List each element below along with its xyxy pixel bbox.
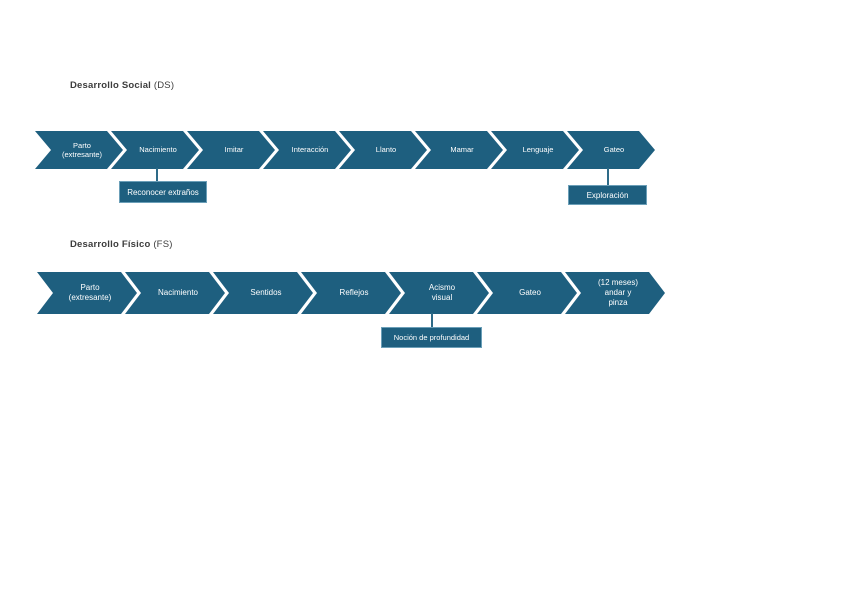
timeline-fisico-title-suffix: (FS) xyxy=(150,239,173,250)
timeline-step-chevron: Mamar xyxy=(415,131,503,169)
timeline-fisico-strip: Parto (extresante) Nacimiento Sentidos R… xyxy=(37,272,665,314)
step-label: Sentidos xyxy=(250,288,282,297)
step-label: Lenguaje xyxy=(522,145,554,155)
connector-line xyxy=(431,313,433,327)
step-label: Llanto xyxy=(375,145,397,155)
timeline-step-chevron: Gateo xyxy=(567,131,655,169)
callout-box: Reconocer extraños xyxy=(119,181,207,203)
timeline-step-chevron: Acismo visual xyxy=(389,272,489,314)
timeline-step-chevron: Nacimiento xyxy=(111,131,199,169)
step-label: (12 meses) andar y pinza xyxy=(597,278,638,307)
timeline-step-chevron: Imitar xyxy=(187,131,275,169)
timeline-step-chevron: Interacción xyxy=(263,131,351,169)
timeline-fisico-title-text: Desarrollo Físico xyxy=(70,239,151,250)
step-label: Imitar xyxy=(224,145,244,155)
timeline-step-chevron: Sentidos xyxy=(213,272,313,314)
callout-box: Exploración xyxy=(568,185,647,205)
step-label: Nacimiento xyxy=(157,288,198,297)
timeline-step-chevron: Reflejos xyxy=(301,272,401,314)
timeline-step-chevron: Lenguaje xyxy=(491,131,579,169)
timeline-step-chevron: (12 meses) andar y pinza xyxy=(565,272,665,314)
timeline-step-chevron: Gateo xyxy=(477,272,577,314)
step-label: Parto (extresante) xyxy=(68,283,112,302)
timeline-social-strip: Parto (extresante) Nacimiento Imitar Int… xyxy=(35,131,655,169)
callout-label: Reconocer extraños xyxy=(127,187,199,197)
step-label: Reflejos xyxy=(339,288,369,297)
callout-label: Exploración xyxy=(586,190,629,200)
timeline-social-title-text: Desarrollo Social xyxy=(70,80,152,91)
connector-line xyxy=(607,168,609,185)
callout-label: Noción de profundidad xyxy=(393,333,470,342)
timeline-social-title-suffix: (DS) xyxy=(151,80,175,91)
step-label: Gateo xyxy=(519,288,541,297)
step-label: Nacimiento xyxy=(139,145,177,155)
callout-box: Noción de profundidad xyxy=(381,327,482,348)
timeline-fisico-title: Desarrollo Físico (FS) xyxy=(70,239,173,250)
timeline-step-chevron: Parto (extresante) xyxy=(35,131,123,169)
step-label: Gateo xyxy=(603,145,625,155)
timeline-step-chevron: Llanto xyxy=(339,131,427,169)
step-label: Interacción xyxy=(291,145,329,155)
timeline-social-title: Desarrollo Social (DS) xyxy=(70,80,174,91)
timeline-step-chevron: Nacimiento xyxy=(125,272,225,314)
step-label: Mamar xyxy=(450,145,474,155)
timeline-step-chevron: Parto (extresante) xyxy=(37,272,137,314)
step-label: Parto (extresante) xyxy=(61,140,103,159)
step-label: Acismo visual xyxy=(428,283,456,302)
connector-line xyxy=(156,168,158,181)
